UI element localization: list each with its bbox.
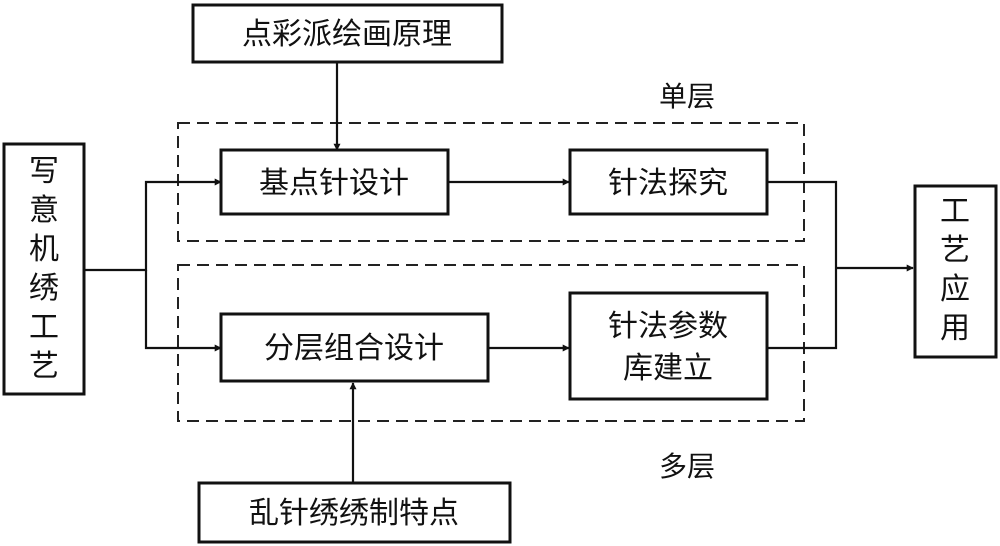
node-random-stitch: 乱针绣绣制特点 [197,481,512,544]
node-xieyi-char: 工 [29,310,59,345]
node-stitch-explore: 针法探究 [568,148,769,216]
node-layer-design: 分层组合设计 [219,312,490,383]
node-xieyi: 写 意 机 绣 工 艺 [2,142,86,396]
node-stitch-explore-label: 针法探究 [608,166,728,201]
edge-xieyi-to-base [84,178,222,272]
node-pointillism: 点彩派绘画原理 [191,3,504,64]
node-xieyi-char: 写 [29,154,59,189]
multi-layer-group [177,264,805,422]
single-layer-label: 单层 [659,80,715,113]
node-application: 工 艺 应 用 [913,184,998,359]
edge-merge-bracket [767,180,838,350]
node-application-char: 用 [940,311,970,346]
node-xieyi-char: 艺 [29,349,59,384]
node-base-stitch-label: 基点针设计 [259,166,409,201]
node-xieyi-char: 意 [29,193,59,228]
node-stitch-db-line: 库建立 [623,351,713,386]
node-application-char: 工 [940,194,970,229]
node-application-char: 艺 [940,233,970,268]
multi-layer-label: 多层 [659,450,715,483]
node-random-stitch-label: 乱针绣绣制特点 [249,496,459,531]
node-application-char: 应 [940,272,970,307]
node-xieyi-char: 机 [29,232,59,267]
node-stitch-db: 针法参数 库建立 [568,291,769,401]
node-pointillism-label: 点彩派绘画原理 [242,17,452,52]
node-xieyi-char: 绣 [29,271,59,306]
node-base-stitch: 基点针设计 [219,148,450,216]
node-layer-design-label: 分层组合设计 [264,331,444,366]
node-stitch-db-line: 针法参数 [608,309,728,344]
edge-xieyi-to-layer [144,270,222,352]
